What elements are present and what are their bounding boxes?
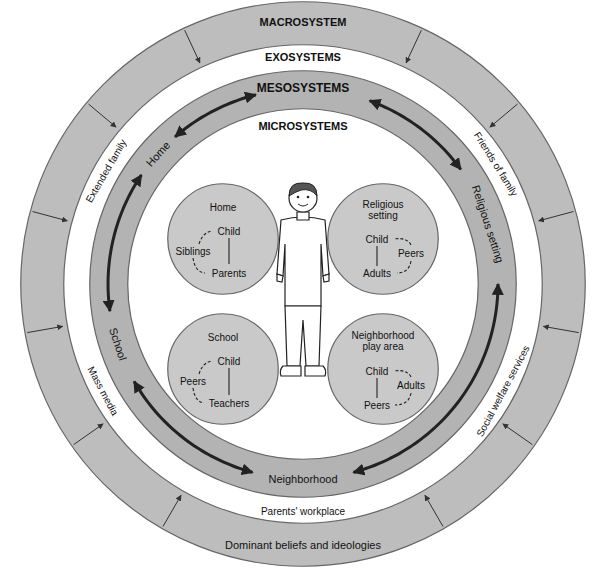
outline bbox=[328, 314, 439, 425]
child-body bbox=[305, 366, 326, 376]
relation-line bbox=[228, 238, 229, 264]
circle-label: Teachers bbox=[209, 398, 250, 409]
macrosystem-ring: MACROSYSTEM Dominant beliefs and ideologi… bbox=[20, 1, 586, 567]
exosystem-ring: EXOSYSTEMSExtended familyFriends of fami… bbox=[63, 44, 543, 524]
circle-label: Peers bbox=[364, 400, 390, 411]
outline bbox=[90, 71, 517, 498]
influence-arrow bbox=[539, 212, 574, 221]
mesosystem-arrow bbox=[108, 175, 141, 311]
mesosystem-arrow bbox=[370, 101, 461, 170]
influence-arrow bbox=[490, 104, 518, 127]
circle-label: Neighborhood play area bbox=[347, 330, 419, 352]
circle-label: Adults bbox=[397, 380, 425, 391]
child-body bbox=[323, 274, 329, 282]
circle-label: Adults bbox=[363, 268, 391, 279]
relation-line bbox=[376, 378, 377, 398]
circle-label: Peers bbox=[180, 376, 206, 387]
influence-arrow bbox=[185, 30, 200, 63]
dashed-relation-line bbox=[395, 393, 411, 405]
ring-label: EXOSYSTEMS bbox=[265, 51, 341, 63]
child-head bbox=[289, 184, 317, 212]
influence-arrow bbox=[27, 326, 62, 332]
influence-arrow bbox=[425, 495, 443, 526]
child-eye bbox=[307, 196, 310, 199]
mesosystem-ring: MESOSYSTEMSHomeReligious settingSchoolNe… bbox=[89, 70, 517, 498]
dashed-relation-line bbox=[193, 258, 205, 273]
ring-label: Parents' workplace bbox=[261, 506, 345, 517]
child-eye bbox=[297, 196, 300, 199]
dashed-relation-line bbox=[394, 239, 411, 245]
child-body bbox=[280, 366, 301, 376]
dashed-relation-line bbox=[199, 361, 212, 374]
circle-label: Child bbox=[218, 356, 241, 367]
child-body bbox=[277, 217, 329, 306]
ring-label: MICROSYSTEMS bbox=[258, 120, 347, 132]
microsystem-circle: Neighborhood play areaChildAdultsPeers bbox=[327, 313, 439, 425]
outline bbox=[21, 2, 586, 567]
circle-label: School bbox=[208, 332, 239, 343]
microsystem-circle: HomeChildSiblingsParents bbox=[167, 183, 279, 295]
ring-fill bbox=[127, 108, 479, 460]
microsystem-circle: SchoolChildPeersTeachers bbox=[167, 313, 279, 425]
dashed-relation-line bbox=[193, 388, 204, 403]
influence-arrow bbox=[163, 495, 181, 526]
ring-label: MESOSYSTEMS bbox=[257, 82, 350, 95]
ring-label: Neighborhood bbox=[268, 473, 337, 485]
circle-label: Religious setting bbox=[354, 199, 412, 221]
influence-arrow bbox=[406, 30, 421, 63]
circle-label: Child bbox=[218, 226, 241, 237]
outline bbox=[168, 314, 279, 425]
circle-label: Parents bbox=[212, 268, 246, 279]
dashed-relation-line bbox=[397, 261, 411, 273]
circle-label: Siblings bbox=[175, 246, 210, 257]
child-body bbox=[277, 274, 283, 282]
microsystem-disc: MICROSYSTEMSHomeChildSiblingsParentsReli… bbox=[127, 108, 479, 460]
relation-line bbox=[228, 368, 229, 395]
dashed-relation-line bbox=[199, 231, 212, 244]
outline bbox=[328, 184, 439, 295]
circle-label: Peers bbox=[398, 248, 424, 259]
mesosystem-arrow bbox=[353, 284, 498, 472]
mesosystem-arrow bbox=[134, 382, 252, 473]
circle-label: Home bbox=[210, 202, 237, 213]
outline bbox=[128, 109, 479, 460]
circle-label: Child bbox=[366, 234, 389, 245]
outline bbox=[168, 184, 279, 295]
outline bbox=[64, 45, 543, 524]
child-body bbox=[297, 212, 309, 220]
circle-label: Child bbox=[366, 366, 389, 377]
dashed-relation-line bbox=[394, 371, 411, 377]
influence-arrow bbox=[503, 424, 532, 445]
child-hair bbox=[289, 183, 317, 196]
influence-arrow bbox=[89, 104, 117, 127]
ring-label: Dominant beliefs and ideologies bbox=[225, 539, 381, 551]
child-body bbox=[285, 306, 321, 366]
influence-arrow bbox=[74, 424, 103, 445]
ring-label: MACROSYSTEM bbox=[260, 16, 347, 28]
microsystem-circle: Religious settingChildPeersAdults bbox=[327, 183, 439, 295]
relation-line bbox=[376, 246, 377, 266]
influence-arrow bbox=[543, 326, 578, 332]
influence-arrow bbox=[33, 212, 68, 221]
child-mouth bbox=[298, 204, 308, 206]
mesosystem-arrow bbox=[175, 95, 256, 137]
child-figure bbox=[277, 183, 329, 376]
